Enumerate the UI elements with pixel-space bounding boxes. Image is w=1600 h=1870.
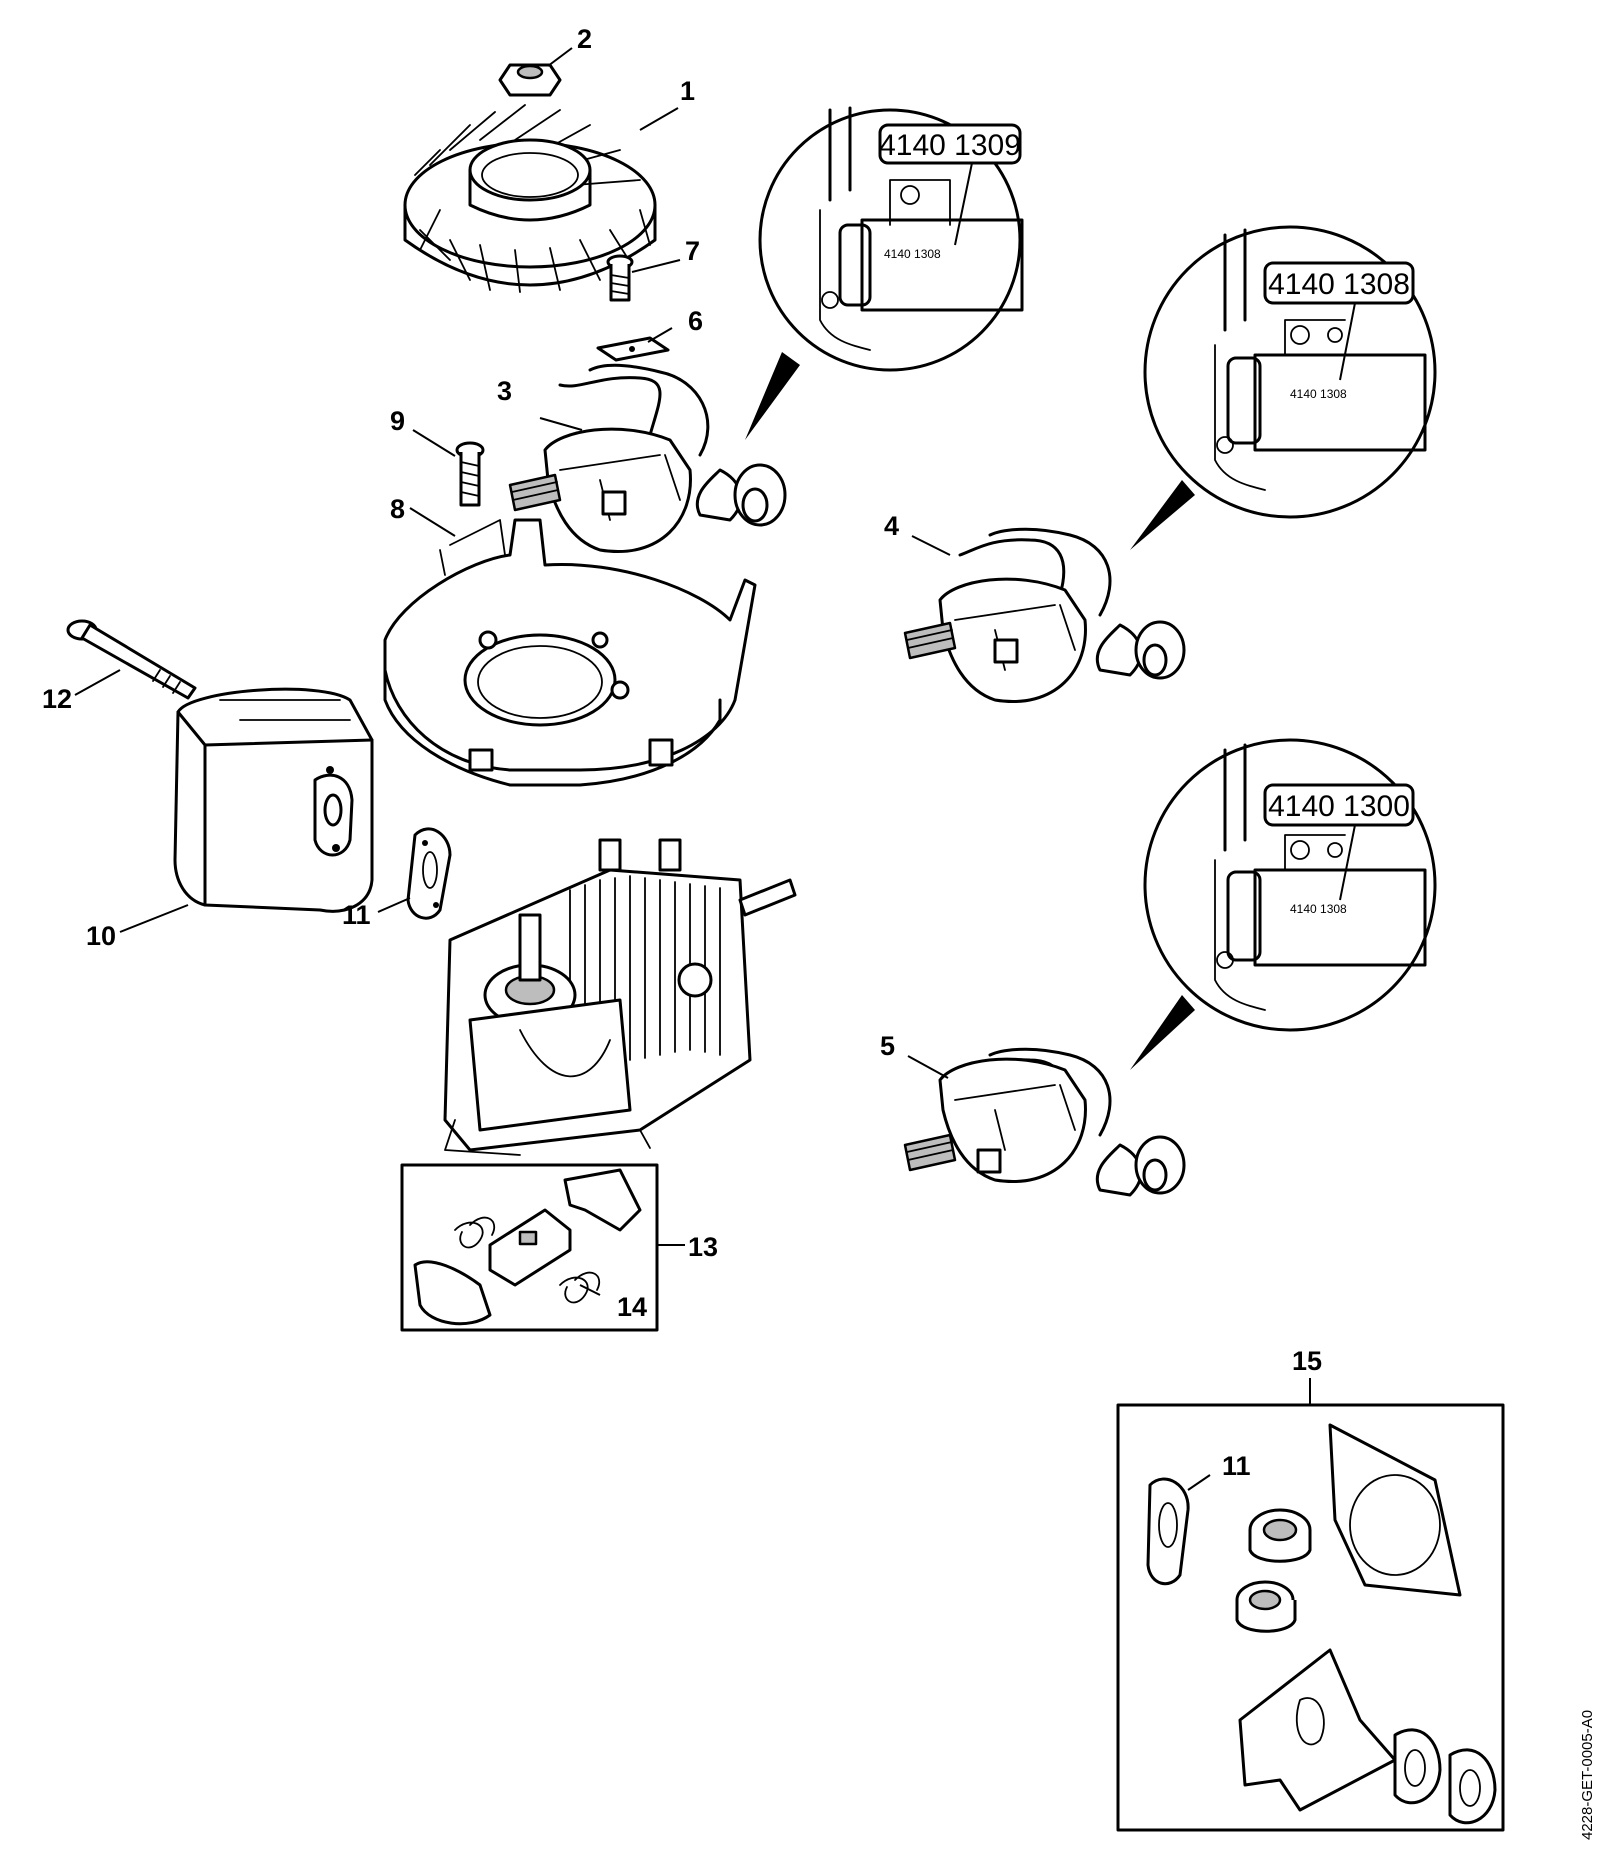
flywheel-part bbox=[403, 104, 657, 293]
detail-codes: 4140 1309 4140 1308 4140 1308 4140 1308 … bbox=[879, 129, 1410, 916]
plate-6-part bbox=[596, 336, 670, 362]
callout-14: 14 bbox=[617, 1292, 647, 1322]
ignition-coil-3-part bbox=[508, 363, 787, 553]
callout-13: 13 bbox=[688, 1232, 718, 1262]
engine-block-part bbox=[443, 838, 797, 1156]
callout-labels: 1 2 3 4 5 6 7 8 9 10 11 12 13 14 15 11 bbox=[42, 24, 1322, 1481]
detail-1-part-marking: 4140 1308 bbox=[884, 247, 941, 261]
detail-2-part-marking: 4140 1308 bbox=[1290, 387, 1347, 401]
callout-3: 3 bbox=[497, 376, 512, 406]
callout-11-left: 11 bbox=[342, 900, 371, 930]
detail-3-box-code: 4140 1300 bbox=[1268, 790, 1410, 823]
detail-view-1 bbox=[745, 106, 1024, 440]
muffler-10-part bbox=[173, 687, 374, 913]
screw-9-part bbox=[455, 441, 485, 507]
callout-9: 9 bbox=[390, 406, 405, 436]
callout-15: 15 bbox=[1292, 1346, 1322, 1376]
drawing-id: 4228-GET-0005-A0 bbox=[1579, 1710, 1596, 1840]
ignition-coil-4-part bbox=[903, 527, 1186, 703]
bolt-12-part bbox=[66, 619, 197, 700]
detail-3-part-marking: 4140 1308 bbox=[1290, 902, 1347, 916]
leader-lines bbox=[74, 47, 1311, 1491]
detail-1-box-code: 4140 1309 bbox=[879, 129, 1021, 162]
spring-14-part bbox=[454, 1216, 600, 1304]
callout-2: 2 bbox=[577, 24, 592, 54]
callout-6: 6 bbox=[688, 306, 703, 336]
screw-7-part bbox=[606, 254, 634, 302]
callout-7: 7 bbox=[685, 236, 700, 266]
ignition-coil-5-part bbox=[903, 1047, 1186, 1197]
detail-2-box-code: 4140 1308 bbox=[1268, 268, 1410, 301]
detail-view-3 bbox=[1130, 738, 1437, 1070]
callout-5: 5 bbox=[880, 1031, 895, 1061]
gasket-set-15-box bbox=[1116, 1403, 1505, 1832]
flywheel-nut-part bbox=[498, 63, 562, 97]
detail-view-2 bbox=[1130, 225, 1437, 550]
callout-11-kit: 11 bbox=[1222, 1451, 1251, 1481]
callout-1: 1 bbox=[680, 76, 695, 106]
callout-10: 10 bbox=[86, 921, 116, 951]
gasket-11-part bbox=[406, 827, 452, 920]
callout-4: 4 bbox=[884, 511, 899, 541]
fan-housing-8-part bbox=[383, 518, 757, 787]
kit-13-box bbox=[400, 1163, 659, 1332]
callout-12: 12 bbox=[42, 684, 72, 714]
callout-8: 8 bbox=[390, 494, 405, 524]
